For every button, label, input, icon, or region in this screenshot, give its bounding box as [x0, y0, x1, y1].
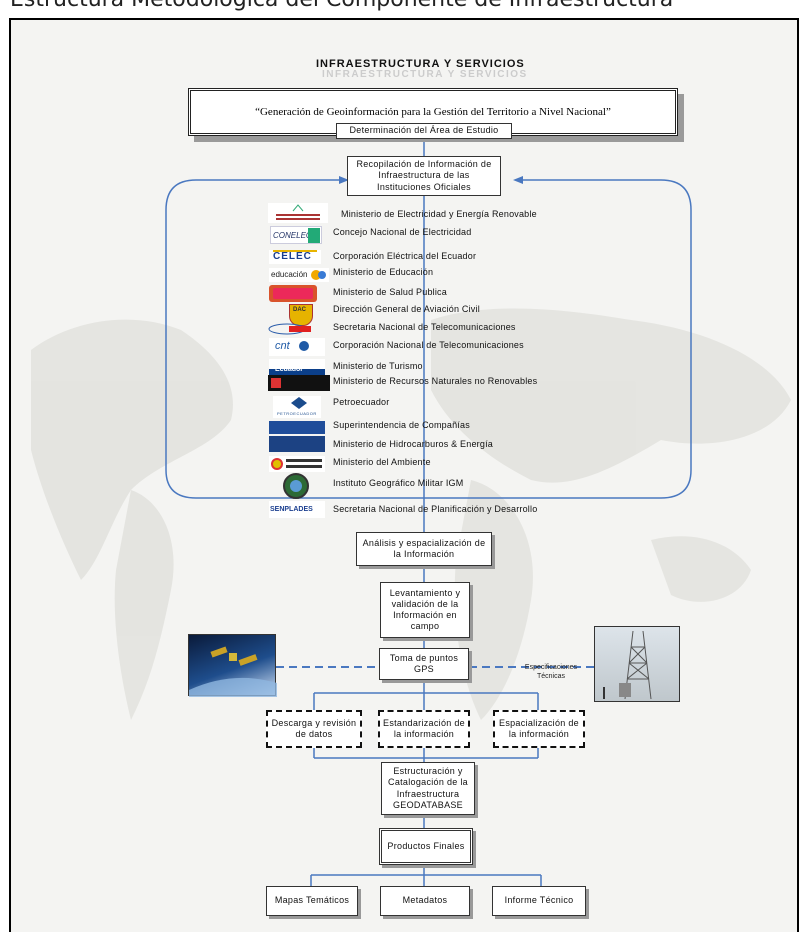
logo-ambiente	[269, 456, 325, 472]
output-informe: Informe Técnico	[492, 886, 586, 916]
diagram-frame: INFRAESTRUCTURA Y SERVICIOS INFRAESTRUCT…	[9, 18, 799, 932]
tower-image	[594, 626, 680, 702]
logo-senplades: SENPLADES	[269, 501, 325, 518]
step-descarga: Descarga y revisión de datos	[266, 710, 362, 748]
section-header: INFRAESTRUCTURA Y SERVICIOS	[316, 58, 525, 70]
institution-label: Superintendencia de Compañías	[333, 420, 470, 430]
institution-label: Ministerio de Recursos Naturales no Reno…	[333, 376, 538, 386]
institution-label: Instituto Geográfico Militar IGM	[333, 478, 464, 488]
specs-label: Especificaciones Técnicas	[524, 664, 578, 681]
logo-petroecuador: PETROECUADOR	[273, 396, 321, 418]
institution-label: Corporación Eléctrica del Ecuador	[333, 251, 477, 261]
institution-label: Ministerio de Turismo	[333, 361, 423, 371]
institution-label: Ministerio de Electricidad y Energía Ren…	[341, 209, 537, 219]
logo-mhe	[269, 436, 325, 452]
logo-educacion: educación	[269, 268, 329, 282]
step-analisis: Análisis y espacialización de la Informa…	[356, 532, 492, 566]
step-gps: Toma de puntos GPS	[379, 648, 469, 680]
step-area-estudio: Determinación del Área de Estudio	[336, 123, 512, 139]
institution-label: Ministerio de Salud Publica	[333, 287, 447, 297]
logo-dac: DAC	[289, 304, 313, 326]
world-map-background	[31, 308, 791, 720]
logo-supercias	[269, 421, 325, 434]
step-levantamiento: Levantamiento y validación de la Informa…	[380, 582, 470, 638]
page-title: Estructura Metodológica del Componente d…	[10, 0, 673, 12]
output-mapas: Mapas Temáticos	[266, 886, 358, 916]
logo-senatel	[267, 322, 317, 335]
institution-label: Ministerio de Hidrocarburos & Energía	[333, 439, 493, 449]
header-shadow: INFRAESTRUCTURA Y SERVICIOS	[322, 69, 528, 80]
logo-cnt: cnt	[269, 338, 325, 356]
institution-label: Ministerio del Ambiente	[333, 457, 431, 467]
satellite-image	[188, 634, 277, 697]
logo-turismo: Ecuador	[269, 359, 325, 375]
step-estructuracion: Estructuración y Catalogación de la Infr…	[381, 762, 475, 815]
logo-mer	[268, 203, 328, 223]
institution-label: Corporación Nacional de Telecomunicacion…	[333, 340, 524, 350]
logo-celec: CELEC	[269, 250, 321, 264]
logo-msp	[269, 285, 317, 302]
institution-label: Secretaria Nacional de Telecomunicacione…	[333, 322, 516, 332]
step-recopilacion: Recopilación de Información de Infraestr…	[347, 156, 501, 196]
institution-label: Ministerio de Educación	[333, 267, 434, 277]
logo-mrnnr	[268, 375, 330, 391]
institution-label: Dirección General de Aviación Civil	[333, 304, 480, 314]
main-title-box: “Generación de Geoinformación para la Ge…	[188, 88, 678, 136]
output-metadatos: Metadatos	[380, 886, 470, 916]
connector-lines	[165, 117, 692, 886]
institution-label: Petroecuador	[333, 397, 390, 407]
step-productos: Productos Finales	[379, 828, 473, 865]
logo-conelec: CONELEC	[270, 226, 322, 244]
institution-label: Secretaria Nacional de Planificación y D…	[333, 504, 538, 514]
step-espacializacion: Espacialización de la información	[493, 710, 585, 748]
logo-igm	[283, 473, 309, 499]
step-estandarizacion: Estandarización de la información	[378, 710, 470, 748]
institution-label: Concejo Nacional de Electricidad	[333, 227, 472, 237]
